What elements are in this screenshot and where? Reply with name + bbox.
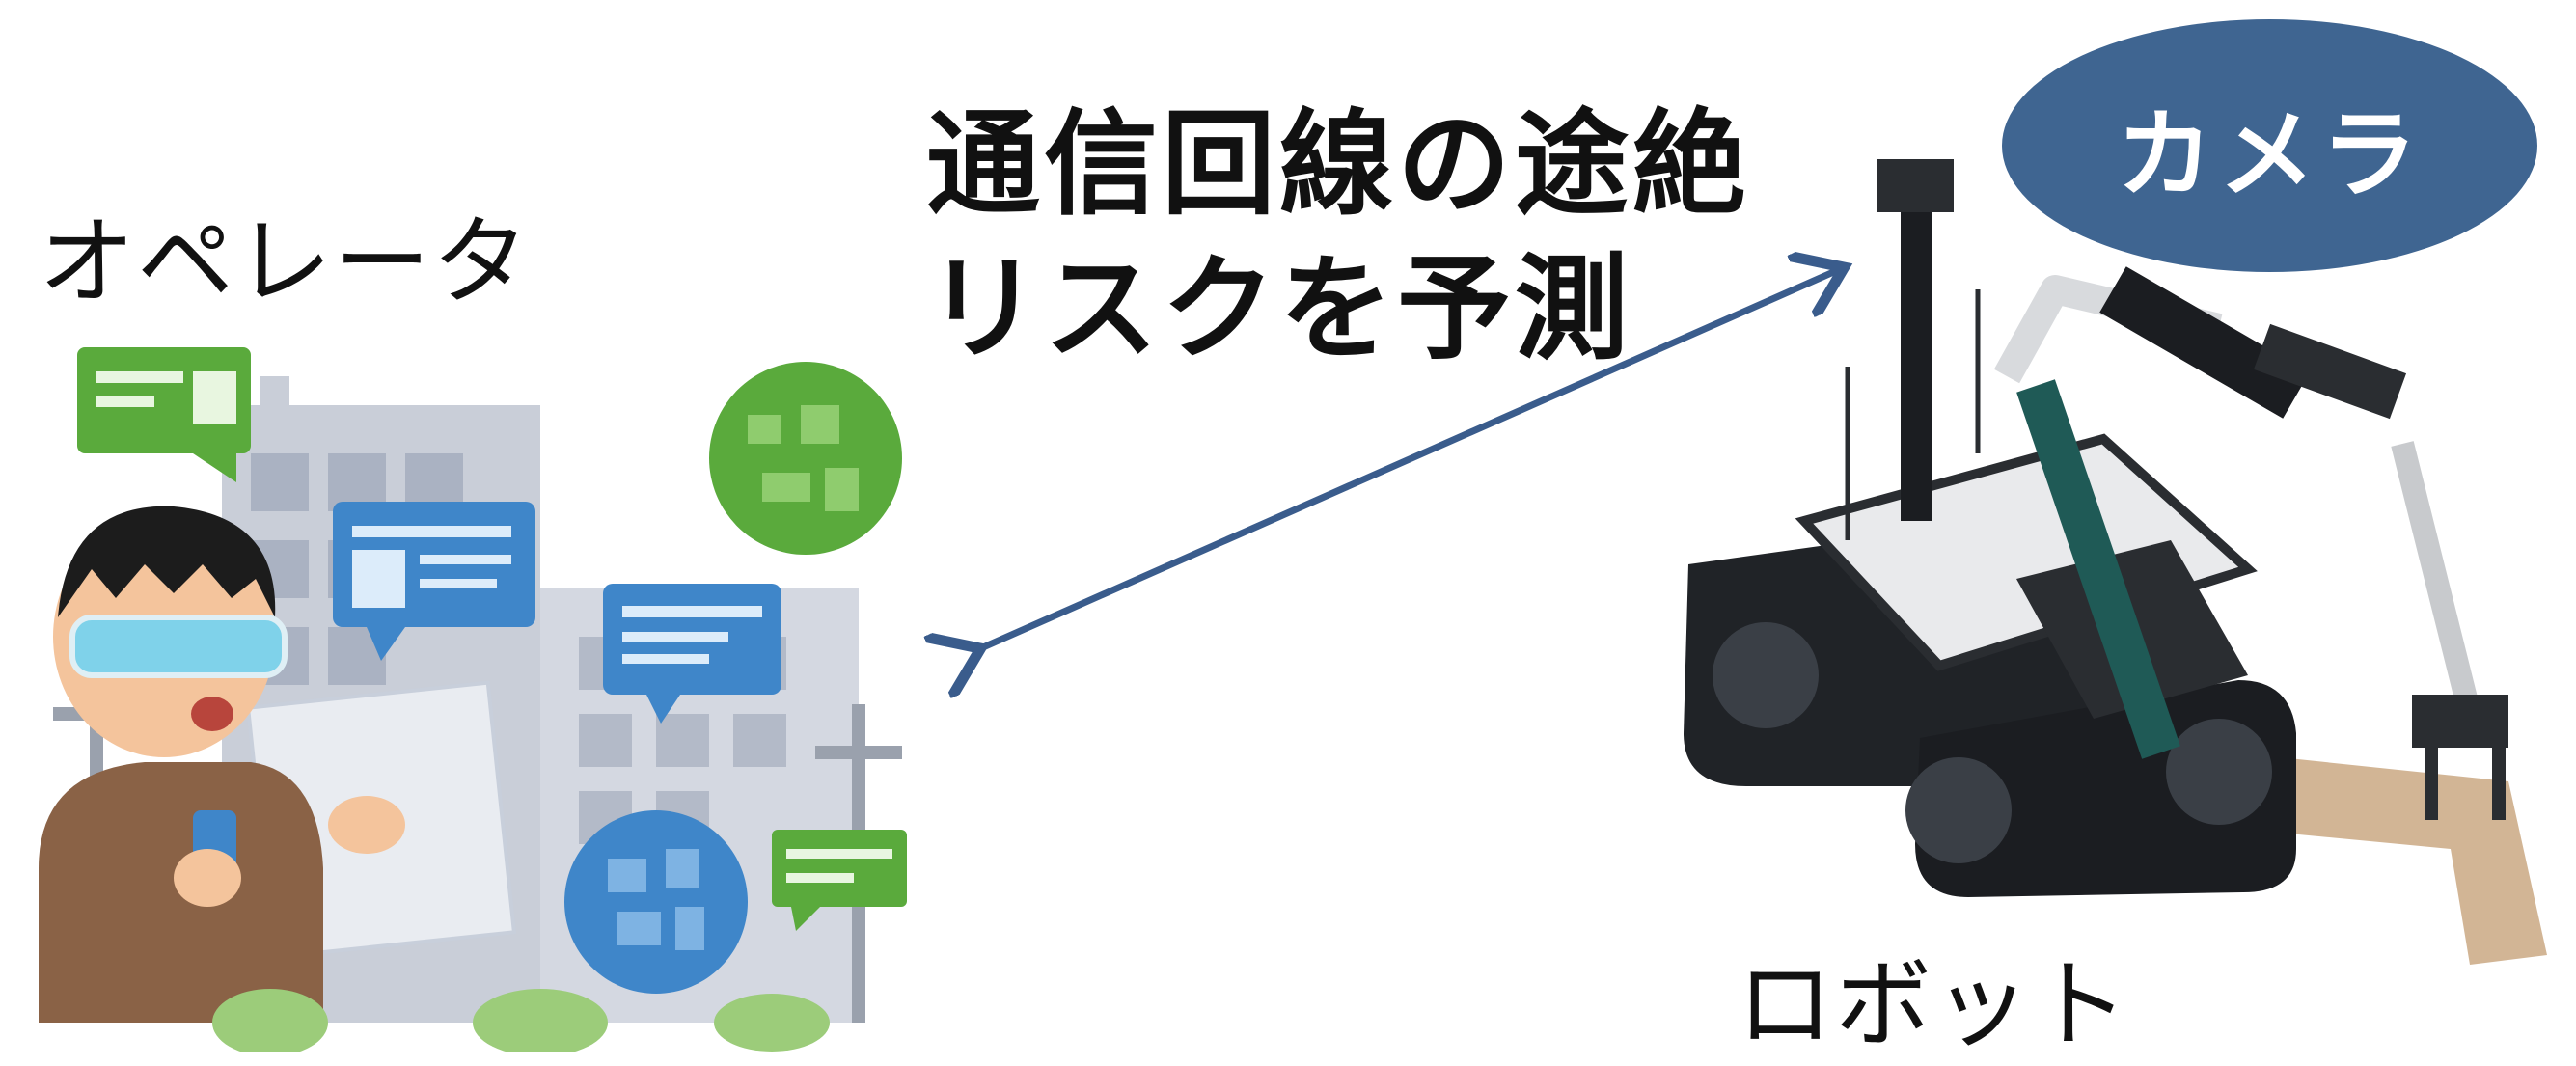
risk-title-line1: 通信回線の途絶 xyxy=(926,97,1751,231)
map-circle-blue xyxy=(564,810,748,994)
robot-arm-link xyxy=(2016,379,2180,759)
risk-title-line2: リスクを予測 xyxy=(926,242,1633,375)
risk-prediction-title: 通信回線の途絶 リスクを予測 xyxy=(926,92,1750,381)
camera-unit xyxy=(1877,159,1954,212)
camera-mast xyxy=(1901,193,1932,521)
operator-label: オペレータ xyxy=(39,205,531,318)
vr-goggles xyxy=(69,615,288,678)
robot-illustration xyxy=(1684,159,2547,965)
operator-person xyxy=(39,506,405,1023)
robot-gripper-camera xyxy=(2253,323,2407,420)
operator-illustration xyxy=(39,347,907,1052)
robot-arm-upper xyxy=(2099,266,2310,419)
camera-label: カメラ xyxy=(2116,97,2424,211)
communication-link-arrow xyxy=(974,270,1838,651)
map-circle-green xyxy=(709,362,902,555)
camera-badge: カメラ xyxy=(2002,19,2537,272)
robot-label: ロボット xyxy=(1737,948,2130,1061)
